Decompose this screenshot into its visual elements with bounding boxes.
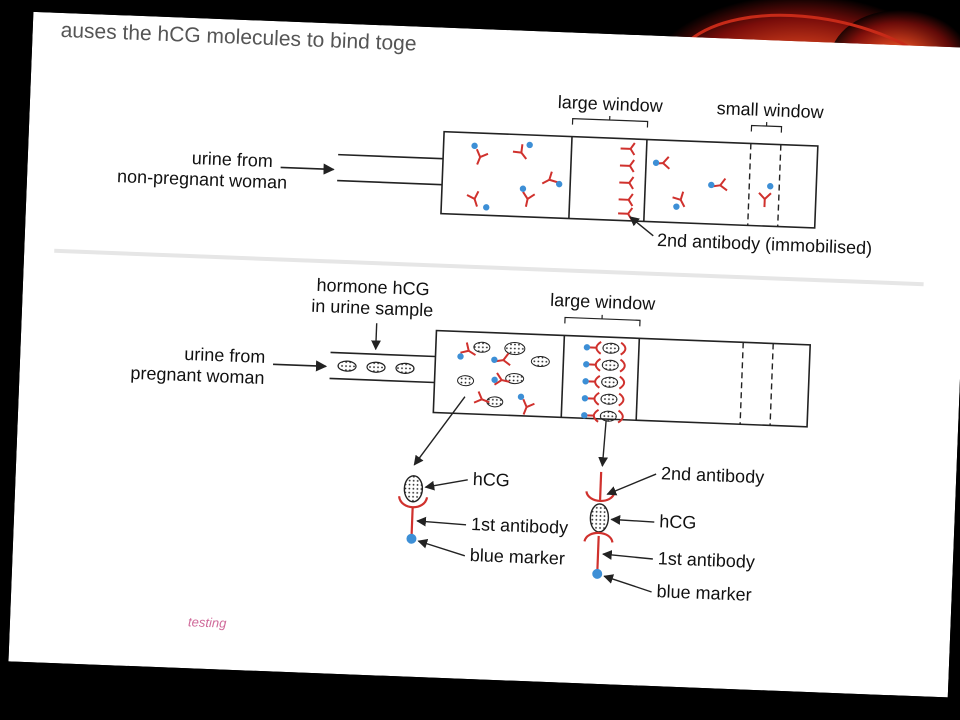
- top-free-antibodies: [466, 141, 774, 211]
- hormone-label: hormone hCG in urine sample: [307, 275, 439, 322]
- hcg-in-sample: [337, 360, 415, 374]
- detail-left-blue-marker-label: blue marker: [469, 544, 566, 569]
- diagram-page: auses the hCG molecules to bind toge uri…: [8, 11, 960, 698]
- detail-left-complex: [397, 475, 468, 557]
- diagram-drawing: [8, 11, 960, 698]
- bottom-free-complexes: [457, 341, 550, 418]
- detail-right-blue-marker-label: blue marker: [656, 581, 752, 605]
- detail-right-complex: [583, 471, 657, 593]
- detail-left-first-antibody-label: 1st antibody: [470, 514, 569, 538]
- caption-fragment: testing: [187, 614, 227, 631]
- detail-right-second-antibody-label: 2nd antibody: [660, 463, 765, 488]
- detail-right-hcg-label: hCG: [658, 511, 697, 533]
- top-test-strip: [280, 116, 819, 229]
- bottom-test-strip: [273, 314, 812, 428]
- detail-right-first-antibody-label: 1st antibody: [657, 548, 756, 572]
- bottom-bound-complexes: [581, 341, 627, 424]
- top-input-label: urine from non-pregnant woman: [117, 145, 288, 193]
- bottom-input-label: urine from pregnant woman: [109, 341, 266, 389]
- detail-left-hcg-label: hCG: [472, 469, 511, 491]
